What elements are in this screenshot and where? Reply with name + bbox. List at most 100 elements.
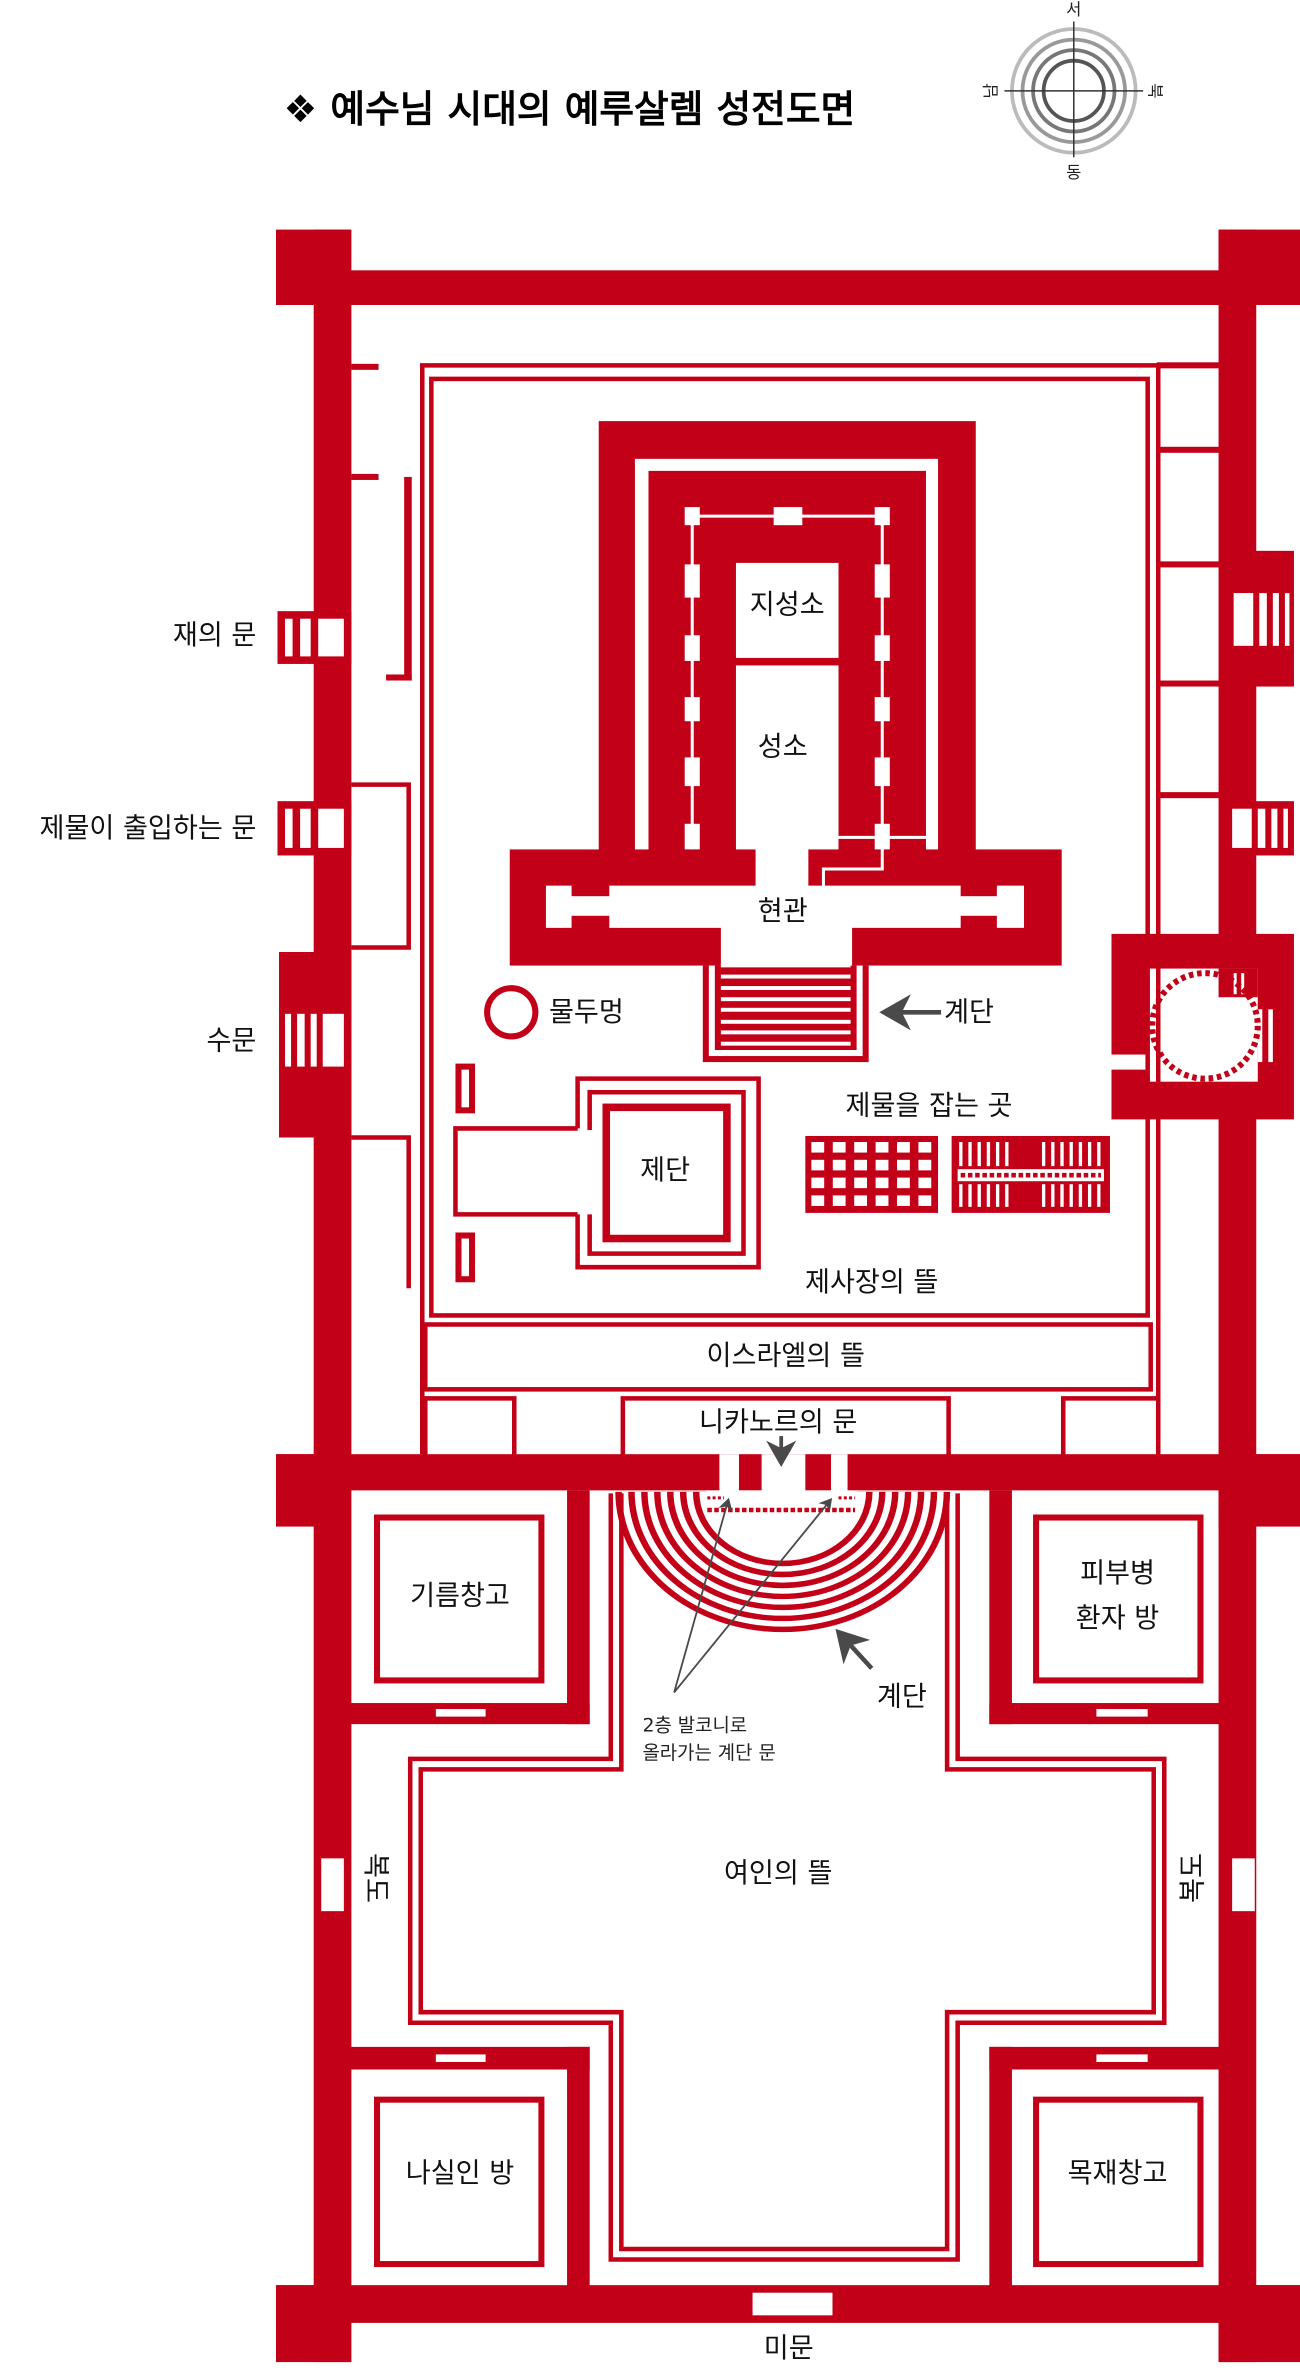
stair-step — [720, 1007, 851, 1012]
grid-slit — [968, 1142, 972, 1167]
ash-gate — [277, 611, 352, 664]
compass-south-label: 남 — [981, 83, 1000, 98]
grid-cell — [854, 1195, 868, 1206]
grid-cell — [811, 1177, 825, 1189]
east-gate-upper — [1224, 550, 1294, 687]
label-temple-stairs: 계단 — [944, 997, 994, 1028]
grid-cell — [811, 1159, 825, 1171]
inner-court-boundary — [420, 363, 1219, 1455]
grid-slit — [1041, 1142, 1046, 1167]
court-of-israel — [423, 1322, 1153, 1392]
grid-slit — [1097, 1184, 1101, 1207]
label-court-of-priests: 제사장의 뜰 — [805, 1267, 938, 1298]
grid-slit — [1078, 1184, 1083, 1207]
label-leper-room-line1: 피부병 — [1080, 1558, 1155, 1589]
grid-cell — [811, 1195, 825, 1206]
grid-slit — [977, 1142, 981, 1167]
grid-cell — [897, 1159, 910, 1171]
grid-cell — [918, 1142, 932, 1153]
page-title: ❖ 예수님 시대의 예루살렘 성전도면 — [284, 87, 856, 131]
arrow-icon — [673, 1498, 833, 1694]
sacrifice-gate — [277, 801, 352, 856]
temple-column — [874, 757, 890, 787]
grid-slit — [1051, 1184, 1055, 1207]
grid-cell — [897, 1177, 910, 1189]
label-oil-storage: 기름창고 — [410, 1580, 510, 1611]
temple-column — [684, 635, 700, 661]
label-nicanor-gate: 니카노르의 문 — [699, 1407, 857, 1438]
grid-cell — [875, 1142, 889, 1153]
grid-slit — [1060, 1184, 1064, 1207]
oil-storage-room — [349, 1490, 590, 1725]
grid-cell — [854, 1177, 868, 1189]
grid-slit — [995, 1184, 1000, 1207]
laver-circle-icon — [484, 985, 539, 1040]
compass-rose-icon — [1004, 21, 1144, 158]
compass-north-label: 북 — [1146, 83, 1165, 98]
stair-step — [720, 986, 851, 990]
label-leper-room-line2: 환자 방 — [1076, 1603, 1160, 1634]
grid-cell — [875, 1177, 889, 1189]
temple-column — [684, 564, 700, 598]
grid-cell — [832, 1142, 846, 1153]
altar — [453, 1063, 761, 1283]
temple-column — [773, 507, 803, 526]
beautiful-gate-opening — [752, 2292, 833, 2316]
stair-step — [720, 1041, 851, 1046]
stair-step — [720, 974, 851, 979]
grid-slit — [1005, 1184, 1009, 1207]
temple-column — [684, 507, 700, 526]
temple-column — [874, 635, 890, 661]
corridor-door-left — [321, 1858, 344, 1912]
temple-column — [684, 697, 700, 722]
label-court-of-women: 여인의 뜰 — [724, 1858, 832, 1889]
stair-step — [720, 1030, 851, 1035]
label-laver: 물두멍 — [549, 997, 624, 1028]
label-slaughter-place: 제물을 잡는 곳 — [846, 1090, 1013, 1121]
label-holy-of-holies: 지성소 — [750, 590, 825, 621]
court-chamber-left — [423, 1396, 517, 1461]
grid-slit — [1087, 1184, 1092, 1207]
temple-stairs — [702, 963, 869, 1063]
grid-slit — [968, 1184, 972, 1207]
arrow-icon — [673, 1497, 733, 1693]
temple-building — [509, 421, 1062, 966]
label-ash-gate: 재의 문 — [173, 620, 257, 651]
grid-slit — [1087, 1142, 1092, 1167]
grid-cell — [897, 1195, 910, 1206]
label-water-gate: 수문 — [206, 1025, 256, 1056]
temple-column — [874, 564, 890, 598]
leper-room — [989, 1490, 1225, 1725]
grid-slit — [959, 1184, 963, 1207]
east-chamber — [1111, 933, 1294, 1120]
compass-east-label: 동 — [1066, 163, 1081, 182]
label-wood-storage: 목재창고 — [1068, 2158, 1168, 2189]
grid-cell — [832, 1177, 846, 1189]
grid-cell — [854, 1159, 868, 1171]
temple-column — [874, 507, 890, 526]
stair-step — [720, 963, 851, 968]
compass-west-label: 서 — [1066, 0, 1081, 19]
temple-column — [684, 823, 700, 850]
east-gate-lower — [1224, 801, 1294, 856]
grid-cell — [918, 1177, 932, 1189]
temple-column — [874, 697, 890, 722]
court-chamber-right — [1060, 1396, 1161, 1461]
arrow-icon — [835, 1628, 874, 1670]
grid-cell — [832, 1195, 846, 1206]
label-beautiful-gate: 미문 — [764, 2333, 814, 2364]
grid-slit — [986, 1184, 991, 1207]
grid-cell — [875, 1195, 889, 1206]
slaughter-grid-right — [951, 1135, 1110, 1213]
stair-step — [720, 997, 851, 1002]
grid-slit — [1069, 1184, 1073, 1207]
slaughter-grid-left — [805, 1135, 939, 1213]
outer-court-lines-left — [351, 363, 412, 1289]
holy-of-holies-room — [735, 562, 839, 658]
nazirite-room — [349, 2046, 590, 2289]
grid-cell — [875, 1159, 889, 1171]
label-porch: 현관 — [758, 896, 808, 927]
label-balcony-note-line1: 2층 발코니로 — [642, 1715, 747, 1737]
label-holy-place: 성소 — [758, 731, 808, 762]
